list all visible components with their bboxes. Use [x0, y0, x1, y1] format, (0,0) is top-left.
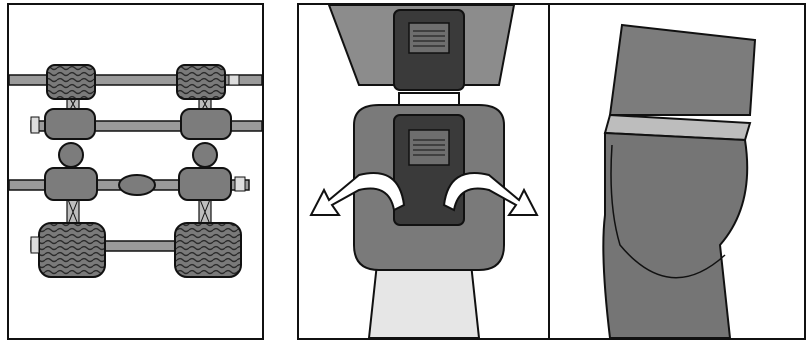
pad-bottom-right: [174, 222, 242, 278]
knob-right: [192, 142, 218, 168]
knob-left: [58, 142, 84, 168]
panel-strap-closeup: [548, 3, 806, 340]
pad-top-left: [46, 64, 96, 100]
main-pad: [602, 131, 749, 338]
panel-straps-overview: [7, 3, 264, 340]
panel-buckle-fold: [297, 3, 551, 340]
center-clip: [118, 174, 156, 196]
end-connectors: [30, 74, 246, 254]
curved-arrow-left-icon: [309, 172, 406, 216]
pad-top-right: [176, 64, 226, 100]
buckle-fold-illustration: [309, 5, 539, 338]
pad-row2-left: [44, 108, 96, 140]
pad-row3-right: [178, 167, 232, 201]
straps-overview-illustration: [9, 64, 262, 278]
pad-bottom-left: [38, 222, 106, 278]
back-strap: [608, 23, 757, 116]
strap-closeup-illustration: [602, 23, 757, 338]
curved-arrow-right-icon: [442, 172, 539, 216]
pad-seam: [610, 144, 726, 279]
pad-row3-left: [44, 167, 98, 201]
pad-row2-right: [180, 108, 232, 140]
